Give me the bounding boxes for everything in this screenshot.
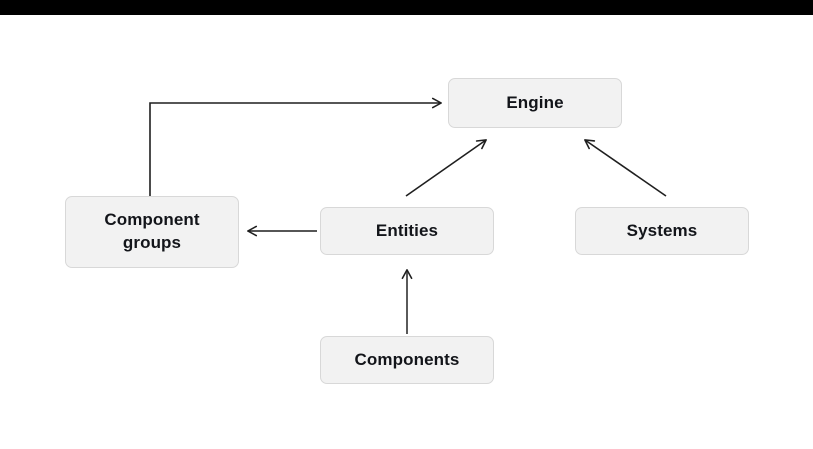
- node-component-groups-label: Component groups: [104, 210, 200, 252]
- edge-component-groups-to-engine: [149, 97, 442, 196]
- node-entities[interactable]: Entities: [320, 207, 494, 255]
- edge-systems-to-engine: [584, 139, 667, 197]
- node-components[interactable]: Components: [320, 336, 494, 384]
- node-entities-label: Entities: [375, 220, 439, 240]
- top-black-bar: [0, 0, 813, 15]
- edge-entities-to-engine: [405, 139, 487, 197]
- node-engine[interactable]: Engine: [448, 78, 622, 128]
- node-systems[interactable]: Systems: [575, 207, 749, 255]
- node-systems-label: Systems: [626, 220, 698, 240]
- node-components-label: Components: [354, 349, 460, 369]
- node-engine-label: Engine: [506, 92, 564, 112]
- node-component-groups[interactable]: Component groups: [65, 196, 239, 268]
